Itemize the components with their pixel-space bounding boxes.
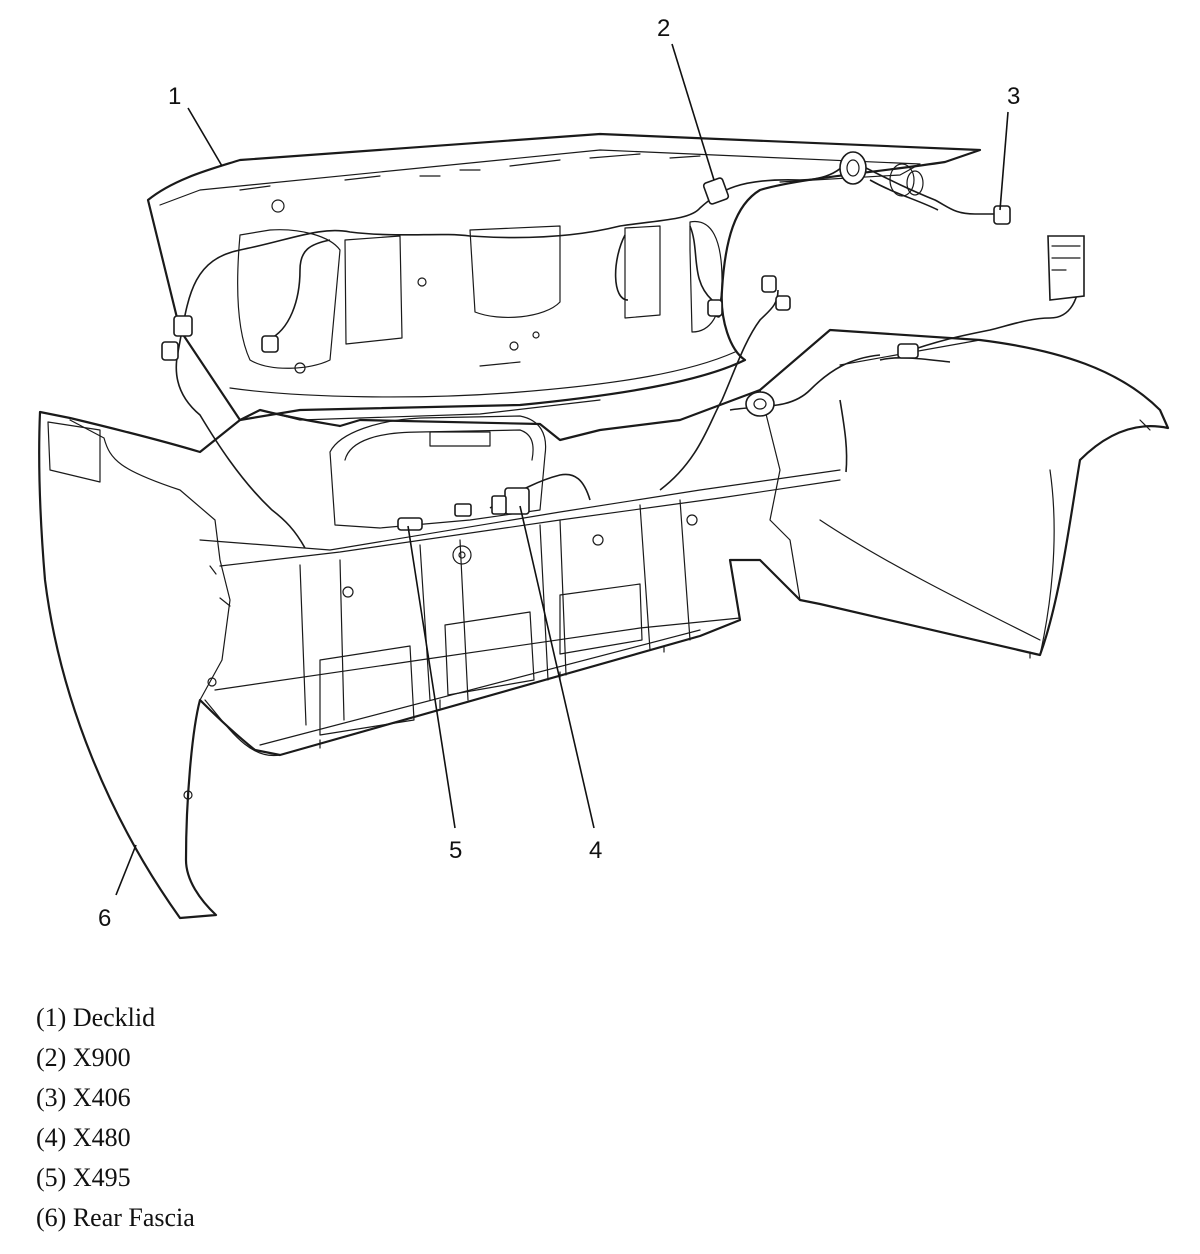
leader-lines bbox=[115, 43, 1009, 896]
legend-item-x900: (2) X900 bbox=[36, 1043, 131, 1072]
legend-item-rear-fascia: (6) Rear Fascia bbox=[36, 1203, 195, 1232]
parts-legend: (1) Decklid (2) X900 (3) X406 (4) X480 (… bbox=[36, 998, 195, 1238]
legend-item-x480: (4) X480 bbox=[36, 1123, 131, 1152]
legend-item-x495: (5) X495 bbox=[36, 1163, 131, 1192]
connector-x406-harness bbox=[839, 151, 1011, 225]
connector-x900 bbox=[702, 177, 730, 205]
decklid-rear-fascia-diagram: 1 2 3 4 5 6 bbox=[38, 15, 1170, 932]
callout-2: 2 bbox=[657, 15, 670, 42]
rear-fascia-outline bbox=[38, 328, 1170, 920]
rear-fascia-wiring-harness bbox=[489, 235, 1085, 509]
legend-item-decklid: (1) Decklid bbox=[36, 1003, 156, 1032]
decklid-connectors bbox=[161, 299, 723, 361]
connector-x495 bbox=[397, 503, 472, 531]
callout-5: 5 bbox=[449, 837, 462, 864]
callout-4: 4 bbox=[589, 837, 602, 864]
callout-6: 6 bbox=[98, 905, 111, 932]
connector-x480 bbox=[491, 487, 530, 515]
callout-3: 3 bbox=[1007, 83, 1020, 110]
legend-item-x406: (3) X406 bbox=[36, 1083, 131, 1112]
callout-1: 1 bbox=[168, 83, 181, 110]
decklid-outline bbox=[146, 132, 982, 422]
